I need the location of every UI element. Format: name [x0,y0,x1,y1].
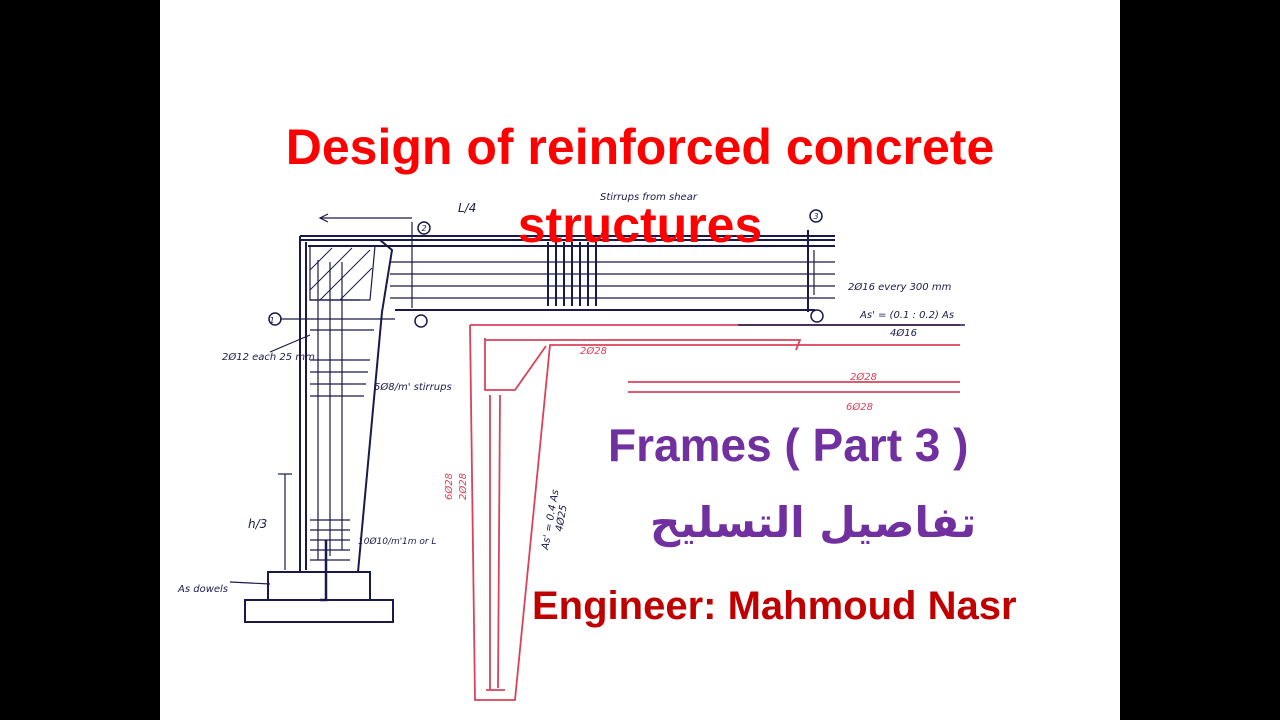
sketch-labels: L/4 Stirrups from shear 1 2 3 2Ø16 every… [177,192,954,595]
node-3-bottom-marker [810,309,824,323]
node-1-marker [268,312,282,326]
stirrups-note: Stirrups from shear [600,192,698,203]
node-2-top-marker [417,221,431,235]
red-bar-label-1: 2Ø28 [580,345,607,357]
frames-part-subtitle: Frames ( Part 3 ) [608,419,969,471]
slide-canvas: L/4 Stirrups from shear 1 2 3 2Ø16 every… [160,0,1120,720]
red-sketch-labels: 2Ø28 2Ø28 6Ø28 6Ø28 2Ø28 [443,345,877,500]
height-label: h/3 [248,517,267,531]
node-3-label: 3 [813,212,818,221]
as-prime-label: As' = (0.1 : 0.2) As [859,310,954,321]
column-as-labels: As' = 0.4 As 4Ø25 [540,489,570,552]
node-1-label: 1 [269,316,274,325]
dowels-note-1: 10Ø10/m' [358,536,402,547]
title-line-1: Design of reinforced concrete [285,119,995,175]
node-markers [268,209,824,328]
red-column-label-1: 6Ø28 [443,473,455,500]
red-bar-label-2: 2Ø28 [850,371,877,383]
frame-reinforcement-sketch: L/4 Stirrups from shear 1 2 3 2Ø16 every… [177,192,965,701]
arabic-subtitle: تفاصيل التسليح [650,498,977,547]
span-label: L/4 [458,201,476,215]
node-3-top-marker [809,209,823,223]
author-name: Engineer: Mahmoud Nasr [532,584,1017,628]
column-bars-label: 2Ø12 each 25 mm [222,351,315,363]
top-bars-label: 2Ø16 every 300 mm [848,281,952,293]
red-column-label-2: 2Ø28 [457,473,469,500]
black-frame-beam [300,213,835,312]
column-stirrups-label: 5Ø8/m' stirrups [374,381,452,393]
title-line-2: structures [517,197,763,253]
top-bars-2-label: 4Ø16 [890,327,917,339]
black-frame-column [229,236,395,623]
node-2-bottom-marker [414,314,428,328]
red-bar-label-3: 6Ø28 [846,401,873,413]
red-as-label-2: 4Ø25 [553,504,570,533]
node-2-label: 2 [421,224,426,233]
dowels-note-2: 1m or L [402,537,436,547]
dowels-label: As dowels [177,584,228,595]
